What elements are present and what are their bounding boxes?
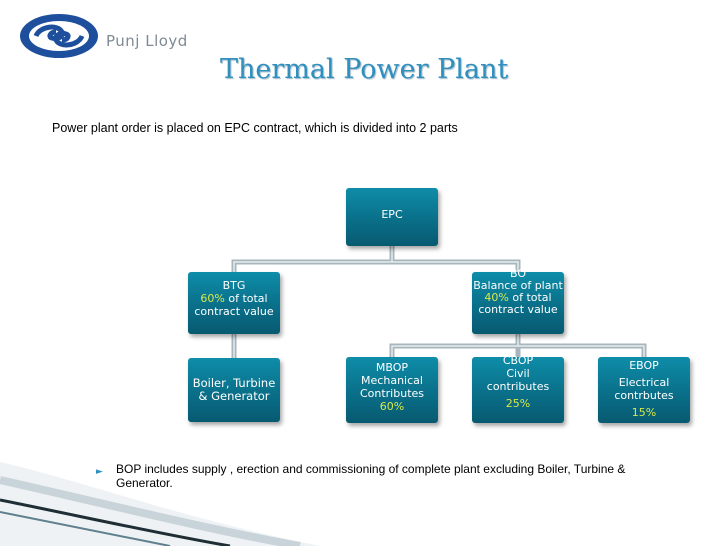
bullet-arrow-icon: ►: [96, 467, 103, 477]
node-btg-title: BTG: [222, 279, 246, 292]
node-cbop-percent: 25%: [505, 397, 531, 410]
node-cbop-type: Civil: [506, 367, 530, 380]
intro-text: Power plant order is placed on EPC contr…: [52, 121, 458, 135]
bop-percent-rest: of total: [508, 291, 552, 304]
node-ebop-title: EBOP: [629, 359, 659, 372]
bop-note: BOP includes supply , erection and commi…: [116, 462, 626, 490]
brand-name: Punj Lloyd: [106, 32, 188, 50]
node-btg-unit: contract value: [194, 305, 274, 318]
btg-percent: 60%: [200, 292, 225, 305]
node-mbop-type: Mechanical: [361, 374, 423, 387]
node-mbop-verb: Contributes: [359, 387, 425, 400]
node-mbop-title: MBOP: [375, 361, 409, 374]
page-title: Thermal Power Plant: [220, 54, 509, 85]
node-ebop-percent: 15%: [631, 406, 657, 419]
node-ebop: EBOP Electrical contrbutes 15%: [598, 357, 690, 423]
node-mbop-percent: 60%: [379, 400, 405, 413]
decorative-ribbon: [0, 462, 320, 546]
node-mbop: MBOP Mechanical Contributes 60%: [346, 357, 438, 423]
node-bop: BO Balance of plant 40% of total contrac…: [472, 268, 564, 334]
node-btg: BTG 60% of total contract value: [188, 272, 280, 334]
node-epc-label: EPC: [381, 208, 403, 221]
node-bop-unit: contract value: [478, 303, 558, 316]
bop-percent: 40%: [484, 291, 509, 304]
node-cbop-title: CBOP: [502, 354, 534, 367]
node-ebop-verb: contrbutes: [614, 389, 674, 402]
btg-percent-rest: of total: [224, 292, 268, 305]
node-cbop: CBOP Civil contributes 25%: [472, 354, 564, 423]
node-cbop-verb: contributes: [486, 380, 550, 393]
node-ebop-type: Electrical: [618, 376, 670, 389]
punj-lloyd-logo: [20, 14, 98, 58]
node-btg-share: 60% of total: [188, 292, 280, 305]
node-bop-abbr: BO: [509, 267, 526, 280]
node-epc: EPC: [346, 188, 438, 246]
node-boiler-turbine-generator: Boiler, Turbine & Generator: [188, 358, 280, 422]
connector-lines: [231, 246, 647, 358]
node-boiler-line2: & Generator: [198, 389, 270, 403]
node-bop-share: 40% of total: [472, 292, 564, 304]
node-bop-title: Balance of plant: [473, 279, 563, 292]
node-boiler-line1: Boiler, Turbine: [192, 376, 276, 390]
